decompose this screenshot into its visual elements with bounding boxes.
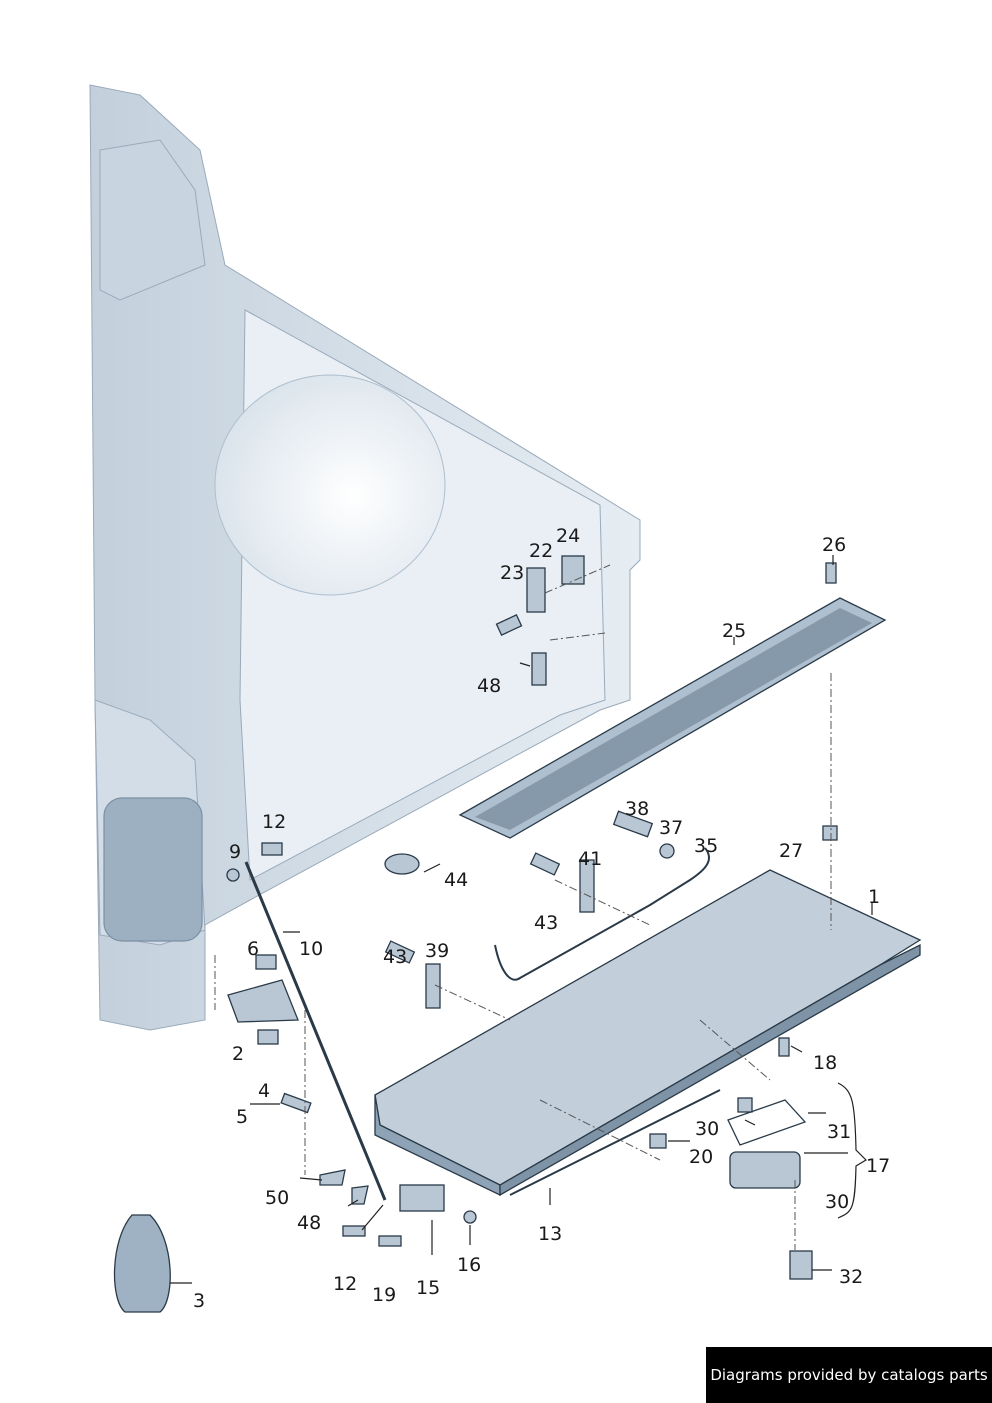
tailgate-panel	[374, 869, 922, 1197]
callout-4: 4	[258, 1080, 270, 1102]
callout-5: 5	[236, 1106, 248, 1128]
callout-32: 32	[839, 1266, 863, 1288]
bolt-19	[378, 1235, 402, 1247]
callout-48-lower: 48	[297, 1212, 321, 1234]
callout-1: 1	[868, 886, 880, 908]
callout-18: 18	[813, 1052, 837, 1074]
callout-50: 50	[265, 1187, 289, 1209]
assembly-lines	[214, 564, 832, 1250]
callout-3: 3	[193, 1290, 205, 1312]
callout-41: 41	[578, 848, 602, 870]
callout-30-upper: 30	[695, 1118, 719, 1140]
clip-4-5	[280, 1092, 312, 1114]
callout-10: 10	[299, 938, 323, 960]
hinge-bracket-2	[227, 979, 299, 1023]
callout-20: 20	[689, 1146, 713, 1168]
grease-bag-3	[113, 1214, 171, 1313]
rod-13	[509, 1089, 721, 1196]
striker-24	[561, 555, 585, 585]
callout-2: 2	[232, 1043, 244, 1065]
callout-12-upper: 12	[262, 811, 286, 833]
callout-30-lower: 30	[825, 1191, 849, 1213]
callout-43-left: 43	[383, 946, 407, 968]
seal-31	[727, 1099, 807, 1146]
credit-banner: Diagrams provided by catalogs parts	[706, 1347, 992, 1403]
clip-48-upper	[531, 652, 547, 686]
callout-15: 15	[416, 1277, 440, 1299]
bolt-2	[257, 1029, 279, 1045]
bolt-12-lower	[342, 1225, 366, 1237]
callout-39: 39	[425, 940, 449, 962]
callout-38: 38	[625, 798, 649, 820]
bolt-12-upper	[261, 842, 283, 856]
latch-15	[399, 1184, 445, 1212]
bolt-6	[255, 954, 277, 970]
callout-16: 16	[457, 1254, 481, 1276]
callout-12-lower: 12	[333, 1273, 357, 1295]
tail-light	[103, 797, 203, 942]
callout-35: 35	[694, 835, 718, 857]
callout-24: 24	[556, 525, 580, 547]
screw-18	[778, 1037, 790, 1057]
callout-31: 31	[827, 1121, 851, 1143]
callout-48-upper: 48	[477, 675, 501, 697]
washer-37	[659, 843, 675, 859]
support-cable-10	[244, 861, 387, 1201]
clip-48-lower	[351, 1185, 369, 1205]
truck-bed-body	[89, 84, 641, 1031]
callout-6: 6	[247, 938, 259, 960]
bolt-43-left	[384, 940, 416, 964]
bracket-41	[579, 859, 595, 913]
clip-20	[649, 1133, 667, 1149]
handle-30	[729, 1151, 801, 1189]
release-rod-35	[494, 847, 710, 981]
callout-26: 26	[822, 534, 846, 556]
callout-labels: 1 2 3 4 5 6 9 10 12 12 13 15 16 17 18 19…	[193, 525, 890, 1312]
bracket-39	[425, 963, 441, 1009]
bracket-22	[526, 567, 546, 613]
bolt-43-right	[529, 852, 561, 876]
callout-23: 23	[500, 562, 524, 584]
callout-37: 37	[659, 817, 683, 839]
clip-30-upper	[737, 1097, 753, 1113]
callout-19: 19	[372, 1284, 396, 1306]
callout-22: 22	[529, 540, 553, 562]
callout-43-right: 43	[534, 912, 558, 934]
tailgate-cap-cover	[458, 597, 887, 839]
screw-26	[825, 562, 837, 584]
callout-25: 25	[722, 620, 746, 642]
plug-44	[384, 853, 420, 875]
bolt-23	[495, 614, 523, 636]
pad-50	[319, 1169, 346, 1186]
callout-9: 9	[229, 841, 241, 863]
clip-27	[822, 825, 838, 841]
washer-9	[226, 868, 240, 882]
lock-cylinder-32	[789, 1250, 813, 1280]
cab-window	[99, 139, 206, 301]
callout-44: 44	[444, 869, 468, 891]
callout-17: 17	[866, 1155, 890, 1177]
wheel-arch	[214, 374, 446, 596]
leader-lines	[170, 555, 873, 1284]
bolt-38	[612, 810, 654, 838]
small-parts	[113, 555, 838, 1313]
callout-27: 27	[779, 840, 803, 862]
callout-13: 13	[538, 1223, 562, 1245]
nut-16	[463, 1210, 477, 1224]
